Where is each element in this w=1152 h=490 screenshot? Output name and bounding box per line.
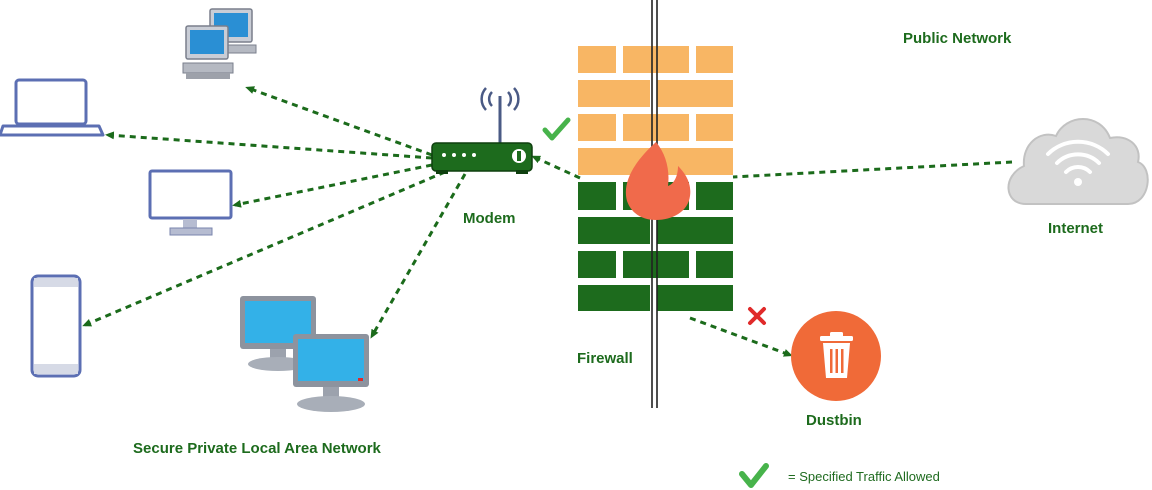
lan-label: Secure Private Local Area Network [133,440,381,457]
legend-check-icon [739,463,769,488]
links [82,86,1013,357]
link-firewall-modem [531,155,581,180]
public-network-label: Public Network [903,30,1012,47]
workstation-pair-icon [240,296,369,412]
link-modem-desktops [245,86,433,157]
fire-icon [625,142,691,220]
legend-allowed-text: = Specified Traffic Allowed [788,469,940,484]
check-icon [542,117,571,141]
desktop-pair-icon [182,8,257,79]
phone-icon [30,274,82,378]
cloud-wifi-icon [1007,118,1149,205]
link-internet-firewall [732,160,1013,179]
laptop-icon [0,78,105,137]
link-firewall-dustbin [689,316,793,357]
monitor-icon [148,169,233,236]
link-modem-workstations [370,173,467,339]
link-modem-laptop [105,131,433,160]
link-modem-monitor [232,163,433,208]
internet-label: Internet [1048,220,1104,237]
firewall-icon [578,46,733,311]
modem-label: Modem [463,210,516,227]
firewall-label: Firewall [577,350,633,367]
modem-icon [431,87,533,174]
dustbin-label: Dustbin [806,412,862,429]
cross-icon [748,307,766,325]
dustbin-icon [791,311,881,401]
